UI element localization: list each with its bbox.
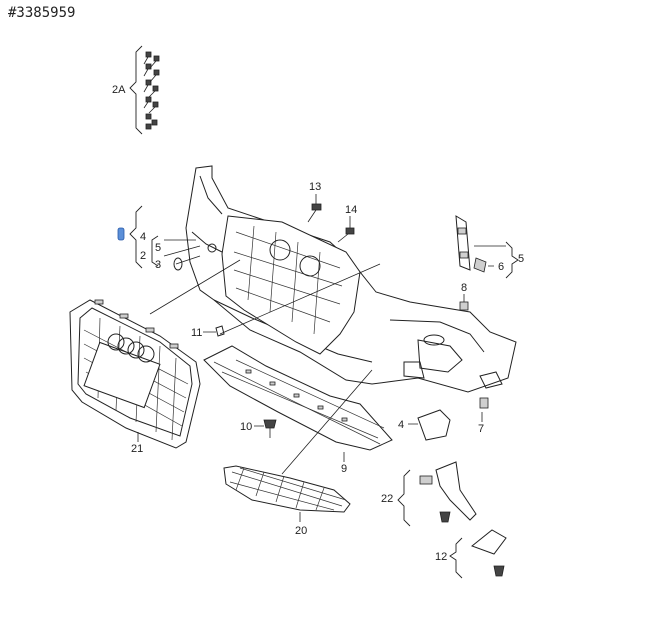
callout-7: 7 bbox=[478, 423, 484, 435]
lower-deflector bbox=[203, 345, 393, 451]
callout-6: 6 bbox=[498, 261, 504, 273]
clip-7 bbox=[479, 397, 489, 409]
callout-3: 3 bbox=[155, 259, 161, 271]
callout-12: 12 bbox=[435, 551, 447, 563]
side-bracket bbox=[455, 215, 487, 273]
callout-5-right: 5 bbox=[518, 253, 524, 265]
callout-14: 14 bbox=[345, 204, 357, 216]
highlighted-part[interactable] bbox=[117, 227, 125, 241]
brace-5-6 bbox=[505, 241, 519, 279]
callout-2A: 2A bbox=[112, 84, 126, 96]
cover-cap-12 bbox=[470, 529, 507, 577]
brace-12 bbox=[449, 537, 463, 579]
reference-number: #3385959 bbox=[8, 5, 76, 21]
callout-4: 4 bbox=[140, 231, 146, 243]
callout-4-lower: 4 bbox=[398, 419, 404, 431]
grille-carrier bbox=[221, 215, 361, 355]
clip-11 bbox=[215, 325, 225, 337]
callout-2: 2 bbox=[140, 250, 146, 262]
callout-5: 5 bbox=[155, 242, 161, 254]
screw-14 bbox=[337, 227, 355, 243]
fastener-set-2A bbox=[129, 45, 160, 135]
clip-8 bbox=[459, 301, 469, 311]
tow-eye-cover bbox=[417, 409, 451, 441]
callout-11: 11 bbox=[191, 327, 202, 339]
callout-9: 9 bbox=[341, 463, 347, 475]
callout-22: 22 bbox=[381, 493, 393, 505]
front-grille bbox=[69, 299, 201, 449]
callout-13: 13 bbox=[309, 181, 321, 193]
corner-bracket-22 bbox=[419, 461, 477, 523]
brace-left bbox=[129, 205, 143, 269]
screw-13 bbox=[307, 203, 322, 223]
callout-21: 21 bbox=[131, 443, 143, 455]
callout-8: 8 bbox=[461, 282, 467, 294]
four-rings-emblem bbox=[107, 333, 155, 363]
plug-3 bbox=[173, 257, 183, 271]
brace-22 bbox=[397, 469, 411, 527]
screw-10 bbox=[263, 419, 277, 438]
callout-10: 10 bbox=[240, 421, 252, 433]
brace-5-3 bbox=[151, 235, 159, 267]
callout-20: 20 bbox=[295, 525, 307, 537]
lower-grille-insert bbox=[223, 465, 351, 513]
